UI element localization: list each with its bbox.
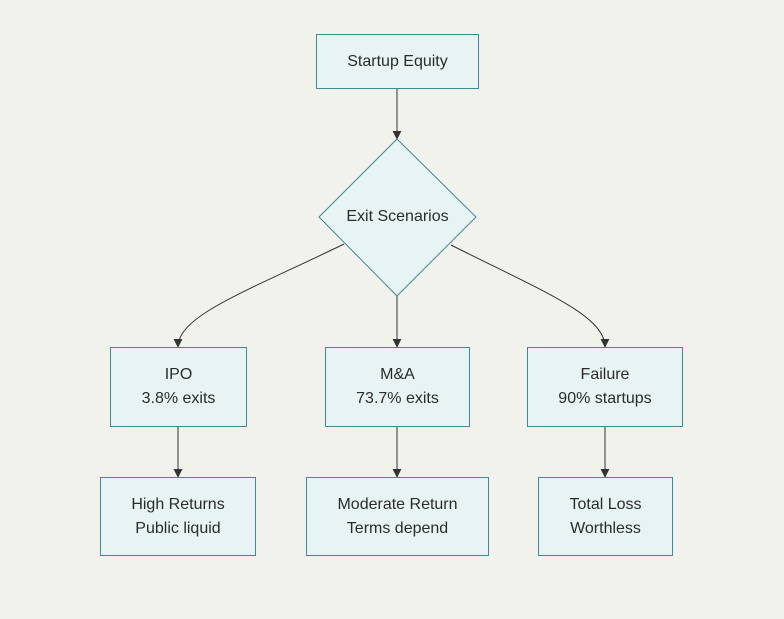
edge-exit-to-ipo bbox=[173, 243, 345, 348]
node-total-loss: Total Loss Worthless bbox=[538, 477, 673, 556]
node-moderate-return: Moderate Return Terms depend bbox=[306, 477, 489, 556]
node-ipo: IPO 3.8% exits bbox=[110, 347, 247, 427]
node-moderate-return-detail: Terms depend bbox=[346, 519, 449, 537]
node-ipo-detail: 3.8% exits bbox=[141, 390, 216, 407]
node-failure-detail: 90% startups bbox=[558, 390, 652, 407]
node-total-loss-detail: Worthless bbox=[570, 519, 641, 537]
node-high-returns-detail: Public liquid bbox=[135, 519, 221, 537]
node-high-returns: High Returns Public liquid bbox=[100, 477, 256, 556]
node-exit-scenarios-label: Exit Scenarios bbox=[319, 205, 476, 229]
node-failure-title: Failure bbox=[580, 366, 630, 383]
exit-scenarios-text: Exit Scenarios bbox=[346, 208, 449, 225]
edge-exit-to-failure bbox=[450, 244, 610, 348]
node-high-returns-title: High Returns bbox=[131, 495, 225, 513]
node-ma: M&A 73.7% exits bbox=[325, 347, 470, 427]
node-total-loss-title: Total Loss bbox=[569, 495, 642, 513]
node-ma-title: M&A bbox=[380, 366, 415, 383]
node-startup-equity: Startup Equity bbox=[316, 34, 479, 89]
node-failure: Failure 90% startups bbox=[527, 347, 683, 427]
node-ma-detail: 73.7% exits bbox=[356, 390, 439, 407]
node-startup-equity-label: Startup Equity bbox=[347, 52, 448, 70]
node-moderate-return-title: Moderate Return bbox=[337, 495, 458, 513]
node-ipo-title: IPO bbox=[164, 366, 193, 383]
